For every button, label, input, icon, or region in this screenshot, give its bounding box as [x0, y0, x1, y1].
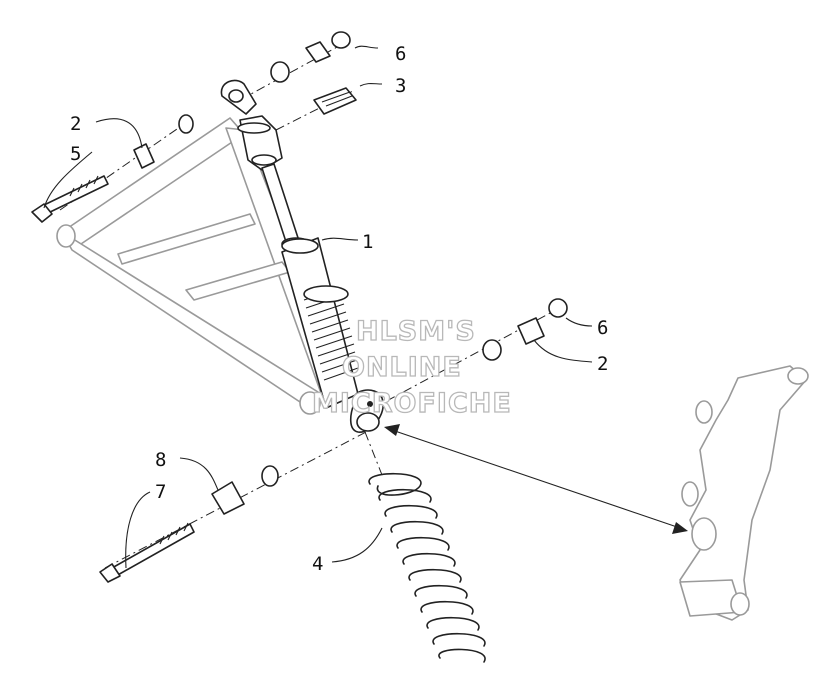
spacer-top — [305, 41, 331, 63]
watermark: HLSM'S ONLINE MICROFICHE — [311, 315, 512, 419]
lower-bolt-assembly — [99, 465, 279, 583]
watermark-line-2: ONLINE — [342, 352, 462, 383]
coil-spring — [368, 472, 486, 663]
nut-right — [548, 298, 568, 318]
spacer-right — [517, 317, 545, 345]
attachment-arrow — [384, 424, 688, 534]
watermark-line-3: MICROFICHE — [312, 388, 512, 419]
callout-numbers: 6 3 2 5 1 6 2 8 7 4 — [70, 43, 608, 575]
watermark-line-1: HLSM'S — [356, 316, 476, 347]
callout-4: 4 — [312, 553, 323, 575]
callout-6-right: 6 — [597, 317, 608, 339]
callout-1: 1 — [362, 231, 373, 253]
lower-right-hardware — [482, 298, 568, 361]
shock-absorber — [220, 79, 384, 433]
bushing-3 — [313, 87, 357, 115]
washer-top — [270, 61, 290, 83]
spindle-ghost — [679, 365, 809, 621]
upper-bolt-assembly — [31, 114, 194, 223]
leader-lines — [43, 45, 593, 569]
callout-3: 3 — [395, 75, 406, 97]
callout-6-top: 6 — [395, 43, 406, 65]
callout-2-upper: 2 — [70, 113, 81, 135]
top-mount-hardware — [270, 31, 357, 115]
callout-5: 5 — [70, 143, 81, 165]
callout-2-right: 2 — [597, 353, 608, 375]
nut-top — [331, 31, 351, 49]
washer-right — [482, 339, 502, 361]
callout-8: 8 — [155, 449, 166, 471]
callout-7: 7 — [155, 481, 166, 503]
